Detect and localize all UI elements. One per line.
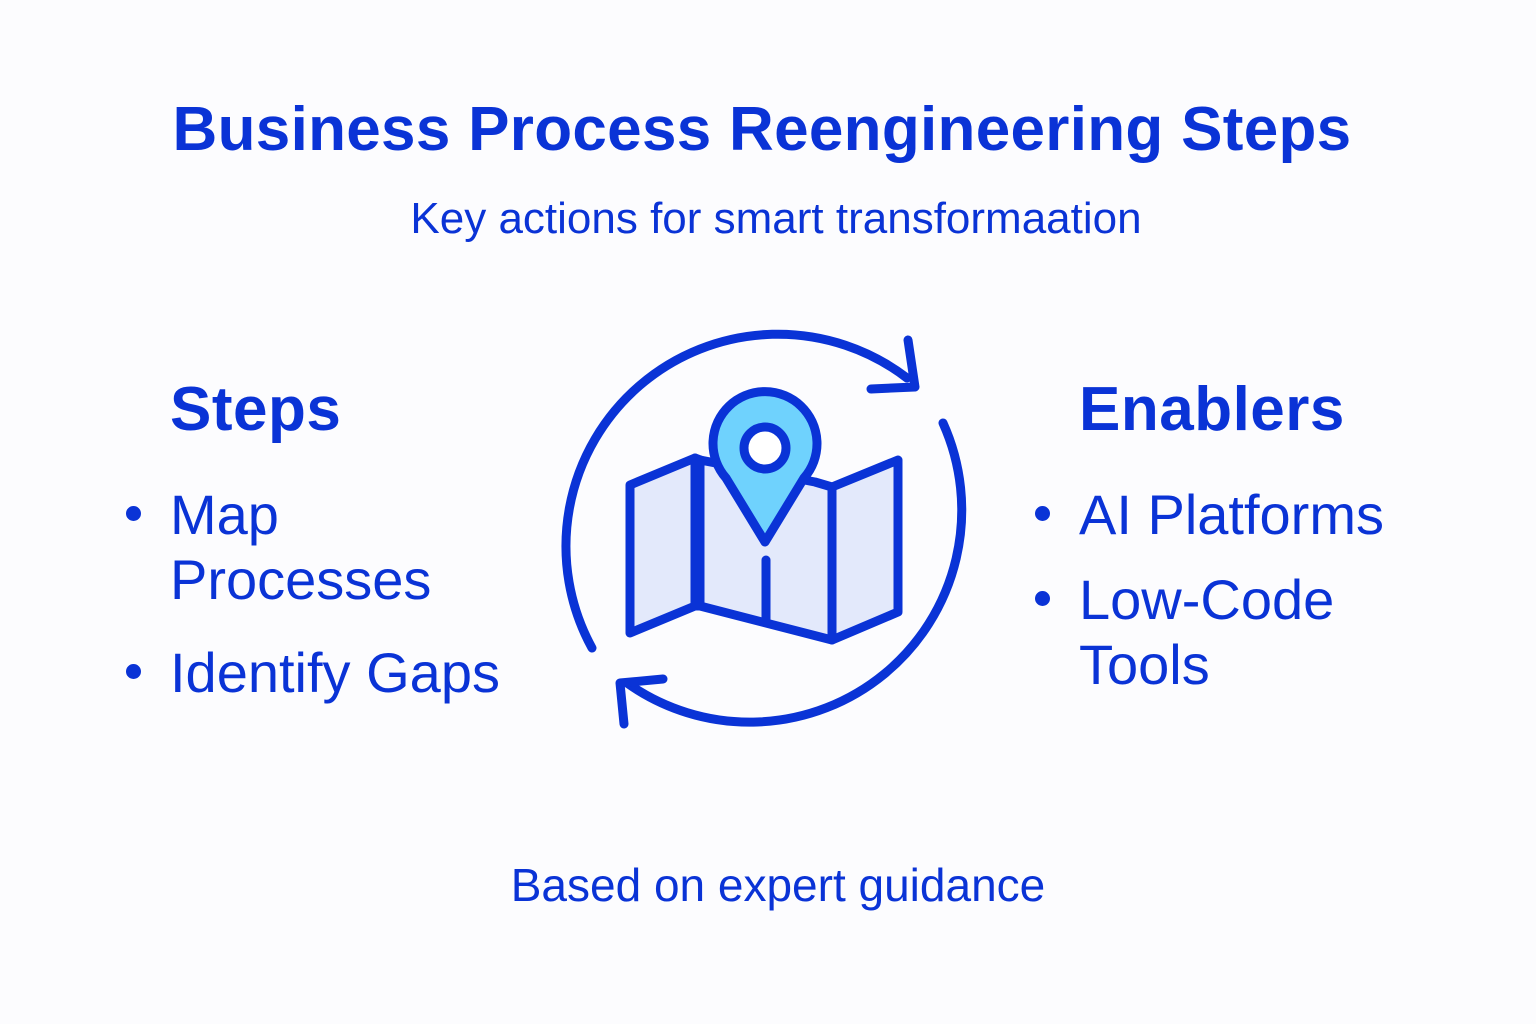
- list-item: Identify Gaps: [126, 640, 500, 705]
- page-subtitle: Key actions for smart transformaation: [410, 194, 1142, 243]
- page-title: Business Process Reengineering Steps: [172, 95, 1352, 164]
- steps-list: Map Processes Identify Gaps: [126, 482, 500, 705]
- step-label: Identify Gaps: [170, 641, 500, 704]
- enabler-label: Low-Code Tools: [1079, 568, 1335, 696]
- list-item: Low-Code Tools: [1035, 567, 1459, 697]
- steps-section: Steps Map Processes Identify Gaps: [126, 370, 500, 733]
- enablers-list: AI Platforms Low-Code Tools: [1035, 482, 1459, 697]
- bullet-icon: [1035, 591, 1050, 606]
- enablers-heading: Enablers: [1079, 375, 1345, 444]
- footer-note: Based on expert guidance: [510, 859, 1046, 911]
- list-item: AI Platforms: [1035, 482, 1459, 547]
- step-label: Map Processes: [170, 483, 432, 611]
- list-item: Map Processes: [126, 482, 500, 612]
- bullet-icon: [1035, 506, 1050, 521]
- enablers-section: Enablers AI Platforms Low-Code Tools: [1035, 370, 1459, 717]
- bullet-icon: [126, 664, 141, 679]
- map-pin-cycle-icon: [550, 310, 990, 750]
- enabler-label: AI Platforms: [1079, 483, 1384, 546]
- steps-heading: Steps: [170, 375, 342, 444]
- bullet-icon: [126, 506, 141, 521]
